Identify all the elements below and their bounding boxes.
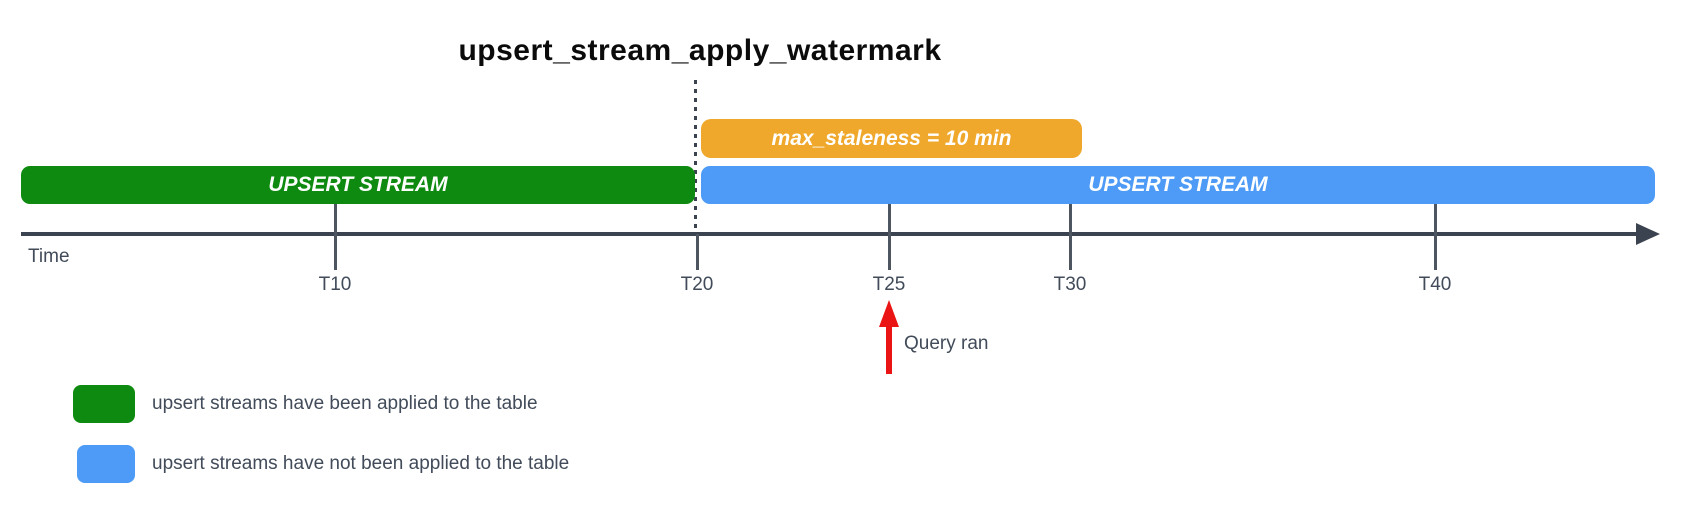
diagram-title: upsert_stream_apply_watermark — [458, 34, 942, 67]
max-staleness-label: max_staleness = 10 min — [771, 126, 1012, 150]
query-ran-arrow-icon — [879, 300, 899, 327]
legend-label-applied: upsert streams have been applied to the … — [152, 393, 538, 414]
time-axis-line — [21, 232, 1638, 236]
tick-t25 — [888, 204, 891, 270]
upsert-stream-applied-bar: UPSERT STREAM — [21, 166, 695, 204]
legend-swatch-not-applied — [77, 445, 135, 483]
upsert-stream-not-applied-bar: UPSERT STREAM — [701, 166, 1655, 204]
query-ran-label: Query ran — [904, 333, 989, 354]
tick-label-t40: T40 — [1418, 274, 1452, 295]
tick-label-t20: T20 — [680, 274, 714, 295]
tick-t40 — [1434, 204, 1437, 270]
tick-label-t30: T30 — [1053, 274, 1087, 295]
tick-t20 — [696, 234, 699, 270]
max-staleness-bar: max_staleness = 10 min — [701, 119, 1082, 158]
upsert-stream-applied-label: UPSERT STREAM — [268, 173, 448, 196]
tick-label-t25: T25 — [872, 274, 906, 295]
time-axis-label: Time — [28, 246, 70, 267]
tick-label-t10: T10 — [318, 274, 352, 295]
query-ran-arrow-shaft — [886, 325, 892, 374]
upsert-stream-not-applied-label: UPSERT STREAM — [1088, 173, 1268, 196]
legend-label-not-applied: upsert streams have not been applied to … — [152, 453, 570, 474]
time-axis-arrowhead-icon — [1636, 223, 1660, 245]
tick-t10 — [334, 204, 337, 270]
watermark-dashed-line — [694, 80, 697, 233]
legend-swatch-applied — [73, 385, 135, 423]
tick-t30 — [1069, 204, 1072, 270]
